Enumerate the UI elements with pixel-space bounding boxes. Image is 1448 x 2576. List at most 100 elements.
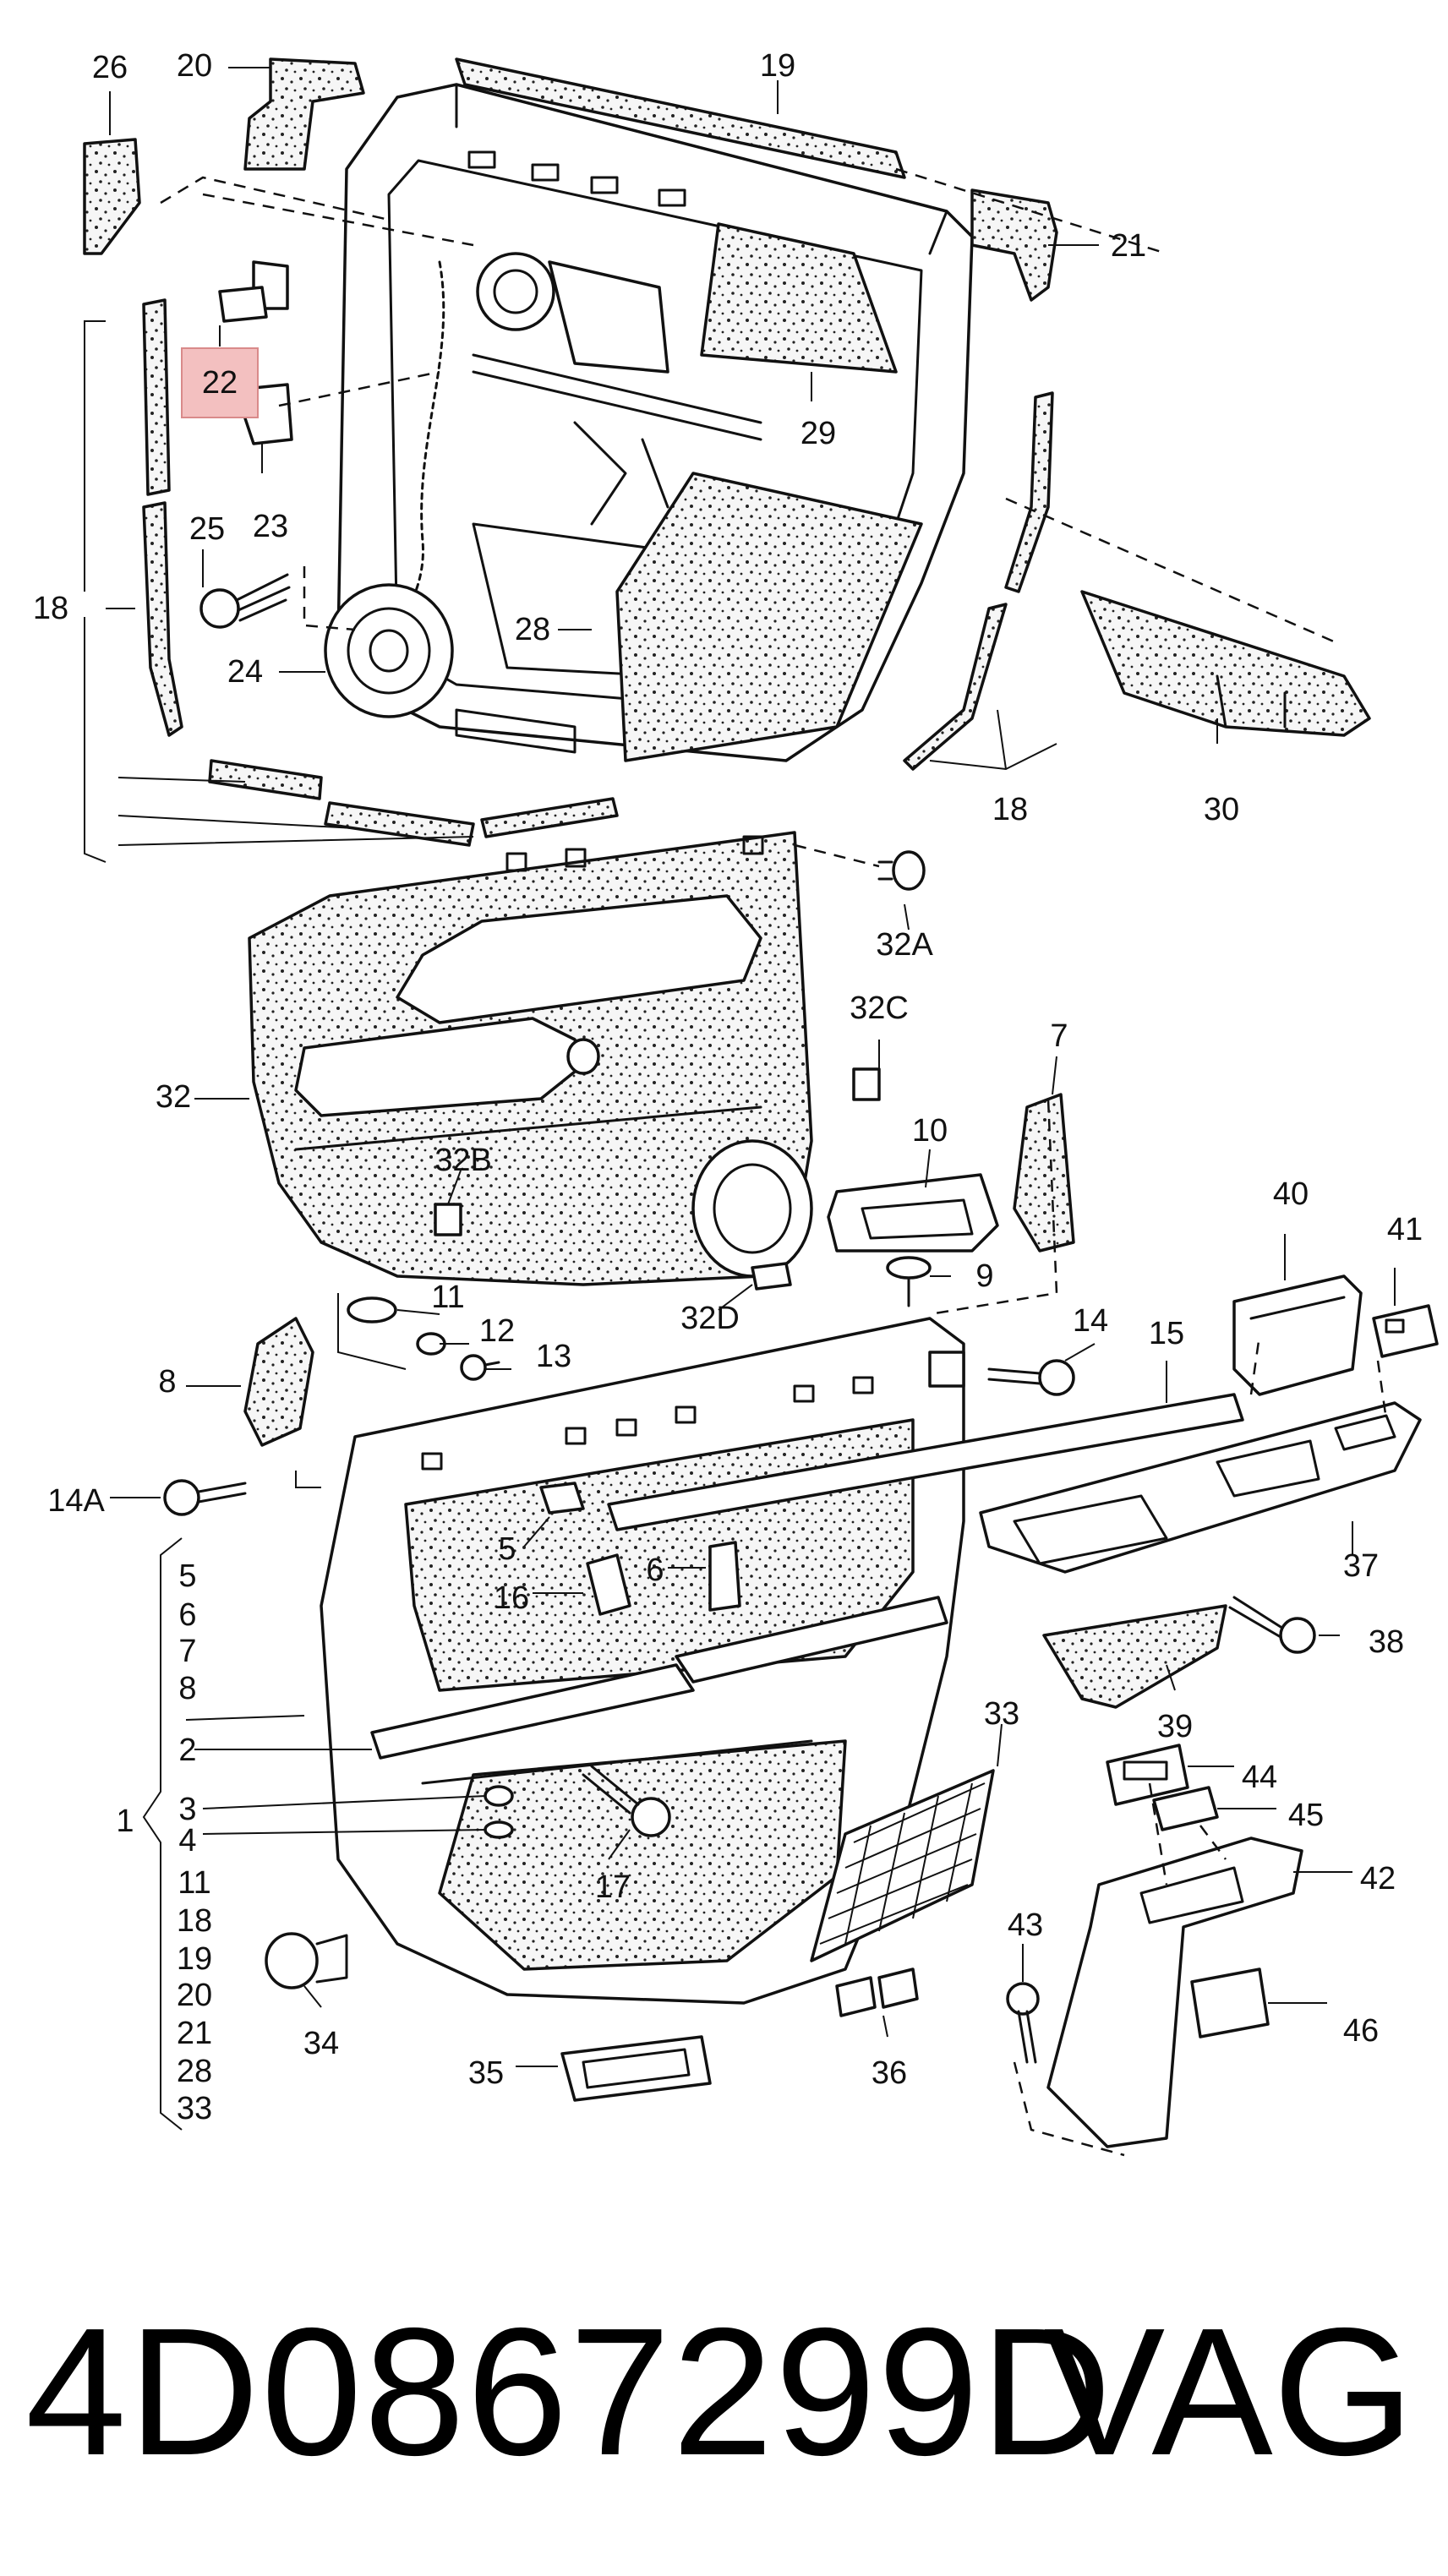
list-19: 19 bbox=[177, 1941, 212, 1977]
callout-42: 42 bbox=[1360, 1861, 1396, 1897]
callout-23: 23 bbox=[253, 509, 288, 544]
callout-37: 37 bbox=[1343, 1548, 1379, 1584]
seal-strips-18-left bbox=[142, 298, 619, 847]
list-7: 7 bbox=[178, 1634, 196, 1669]
bracket-26 bbox=[83, 138, 141, 255]
part-number: 4D0867299D bbox=[25, 2289, 1114, 2493]
clip-22 bbox=[218, 260, 289, 323]
switch-40 bbox=[1232, 1274, 1363, 1396]
clip-32c bbox=[852, 1067, 881, 1101]
list-6: 6 bbox=[178, 1597, 196, 1633]
callout-14a: 14A bbox=[47, 1483, 105, 1519]
callout-34: 34 bbox=[303, 2026, 339, 2061]
callout-16: 16 bbox=[494, 1580, 529, 1616]
speaker bbox=[324, 583, 454, 718]
callout-9: 9 bbox=[975, 1258, 993, 1294]
speaker-grille-33 bbox=[810, 1769, 995, 1962]
screw-38 bbox=[1228, 1596, 1316, 1654]
list-4: 4 bbox=[178, 1823, 196, 1858]
callout-18-left: 18 bbox=[33, 591, 68, 626]
callout-19: 19 bbox=[760, 48, 795, 84]
switch-45 bbox=[1152, 1786, 1219, 1831]
screw-14a bbox=[163, 1479, 247, 1516]
clip-32d bbox=[751, 1262, 792, 1291]
callout-15: 15 bbox=[1149, 1316, 1184, 1351]
brand-name: VAG bbox=[1043, 2289, 1414, 2493]
callout-20: 20 bbox=[177, 48, 212, 84]
callout-32b: 32B bbox=[434, 1143, 492, 1178]
list-5: 5 bbox=[178, 1558, 196, 1594]
callout-35: 35 bbox=[468, 2055, 504, 2091]
callout-41: 41 bbox=[1387, 1212, 1423, 1247]
callout-33: 33 bbox=[984, 1696, 1019, 1732]
callout-32c: 32C bbox=[850, 991, 909, 1026]
callout-25: 25 bbox=[189, 511, 225, 547]
bracket-20 bbox=[243, 57, 365, 171]
callout-18-right: 18 bbox=[992, 792, 1028, 827]
bracket-21 bbox=[970, 188, 1058, 302]
armrest-carrier-42 bbox=[1046, 1836, 1303, 2148]
list-20: 20 bbox=[177, 1978, 212, 2013]
list-2: 2 bbox=[178, 1733, 196, 1768]
callout-39: 39 bbox=[1157, 1709, 1193, 1744]
highlight-box-22 bbox=[181, 347, 259, 418]
list-33: 33 bbox=[177, 2091, 212, 2126]
vapor-barrier-28 bbox=[615, 472, 923, 762]
cover-8 bbox=[243, 1317, 314, 1447]
screw-13 bbox=[460, 1354, 500, 1381]
clip-32b bbox=[434, 1203, 462, 1236]
trim-strip-7 bbox=[1013, 1093, 1075, 1253]
tweeter-34 bbox=[265, 1932, 348, 1989]
screw-43 bbox=[1006, 1982, 1040, 2064]
seal-strips-18-right bbox=[903, 391, 1054, 771]
callout-labels: 26 20 19 21 22 23 25 18 24 28 29 30 18 3… bbox=[33, 48, 1423, 2126]
list-8: 8 bbox=[178, 1671, 196, 1706]
list-28: 28 bbox=[177, 2054, 212, 2089]
list-21: 21 bbox=[177, 2016, 212, 2051]
clip-11 bbox=[347, 1296, 397, 1323]
callout-8: 8 bbox=[158, 1364, 176, 1400]
callout-21: 21 bbox=[1111, 228, 1146, 264]
callout-32: 32 bbox=[156, 1079, 191, 1115]
callout-10: 10 bbox=[912, 1113, 948, 1149]
clip-9 bbox=[886, 1256, 932, 1307]
trim-panel-32 bbox=[248, 831, 813, 1286]
callout-45: 45 bbox=[1288, 1798, 1324, 1833]
callout-22: 22 bbox=[202, 365, 238, 401]
lamp-35 bbox=[560, 2035, 712, 2102]
switch-46 bbox=[1190, 1967, 1270, 2038]
leader-lines bbox=[106, 67, 1396, 2067]
callout-26: 26 bbox=[92, 50, 128, 85]
screw-17 bbox=[582, 1765, 671, 1837]
callout-28: 28 bbox=[515, 612, 550, 647]
callout-40: 40 bbox=[1273, 1176, 1309, 1212]
callout-24: 24 bbox=[227, 654, 263, 690]
caps-36 bbox=[835, 1967, 919, 2017]
bracket-16 bbox=[586, 1553, 631, 1616]
list-18: 18 bbox=[177, 1903, 212, 1939]
callout-43: 43 bbox=[1008, 1907, 1043, 1943]
bracket-6 bbox=[708, 1541, 741, 1612]
callout-5: 5 bbox=[498, 1531, 516, 1567]
callout-32a: 32A bbox=[876, 927, 933, 963]
washer-4 bbox=[484, 1820, 514, 1839]
callout-13: 13 bbox=[536, 1339, 571, 1374]
screw-25 bbox=[199, 573, 291, 629]
callout-7: 7 bbox=[1050, 1018, 1068, 1054]
callout-30: 30 bbox=[1204, 792, 1239, 827]
footer: 4D0867299D VAG bbox=[0, 2282, 1448, 2502]
callout-36: 36 bbox=[872, 2055, 907, 2091]
trim-strip-15 bbox=[607, 1393, 1244, 1531]
clip-32a bbox=[877, 850, 926, 891]
window-regulator bbox=[472, 252, 762, 526]
callout-44: 44 bbox=[1242, 1760, 1277, 1795]
callout-38: 38 bbox=[1369, 1624, 1404, 1660]
pocket-39 bbox=[1042, 1604, 1227, 1709]
callout-17: 17 bbox=[595, 1869, 631, 1905]
armrest-30 bbox=[1080, 590, 1371, 737]
switch-44 bbox=[1106, 1744, 1189, 1806]
callout-6: 6 bbox=[646, 1553, 664, 1588]
callout-14: 14 bbox=[1073, 1303, 1108, 1339]
switch-trim-37 bbox=[979, 1401, 1422, 1574]
door-handle-10 bbox=[827, 1173, 999, 1253]
